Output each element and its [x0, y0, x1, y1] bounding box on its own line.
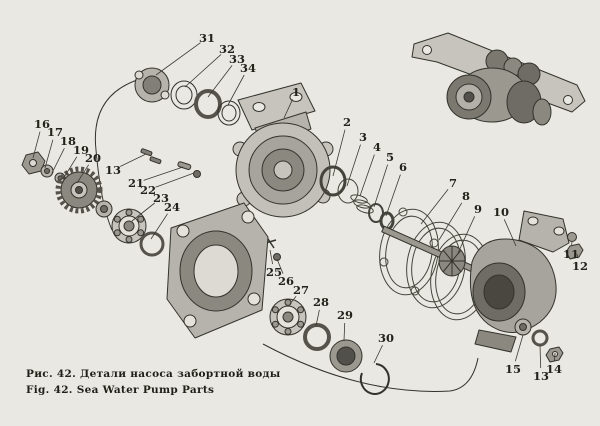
part-number-2: 2 [342, 115, 352, 129]
part-number-24: 24 [163, 200, 181, 214]
part-number-5: 5 [385, 150, 395, 164]
figure-caption: Рис. 42. Детали насоса забортной воды Fi… [26, 367, 281, 399]
figure-caption-ru: Рис. 42. Детали насоса забортной воды [26, 368, 281, 380]
part-number-19: 19 [72, 143, 90, 157]
part-number-13: 13 [532, 369, 550, 383]
part-number-31: 31 [198, 31, 216, 45]
part-number-30: 30 [377, 331, 395, 345]
part-number-3: 3 [358, 130, 368, 144]
part-number-11: 11 [562, 247, 580, 261]
part-number-17: 17 [46, 125, 64, 139]
part-number-33: 33 [228, 52, 246, 66]
part-number-25: 25 [265, 265, 283, 279]
part-number-21: 21 [127, 176, 145, 190]
part-number-4: 4 [372, 140, 382, 154]
part-number-29: 29 [336, 308, 354, 322]
part-number-16: 16 [33, 117, 51, 131]
part-number-20: 20 [84, 151, 102, 165]
part-number-18: 18 [59, 134, 77, 148]
part-number-8: 8 [461, 189, 471, 203]
part-number-6: 6 [398, 160, 408, 174]
part-number-26: 26 [277, 274, 295, 288]
part-number-22: 22 [139, 183, 157, 197]
part-number-9: 9 [473, 202, 483, 216]
part-number-15: 15 [504, 362, 522, 376]
part-number-7: 7 [448, 176, 458, 190]
part-number-34: 34 [239, 61, 257, 75]
part-number-32: 32 [218, 42, 236, 56]
part-number-23: 23 [152, 191, 170, 205]
part-number-28: 28 [312, 295, 330, 309]
part-number-12: 12 [571, 259, 589, 273]
part-number-27: 27 [292, 283, 310, 297]
part-number-14: 14 [545, 362, 563, 376]
part-number-1: 1 [291, 85, 301, 99]
figure-caption-en: Fig. 42. Sea Water Pump Parts [26, 383, 215, 396]
part-number-10: 10 [492, 205, 510, 219]
part-number-13: 13 [104, 163, 122, 177]
